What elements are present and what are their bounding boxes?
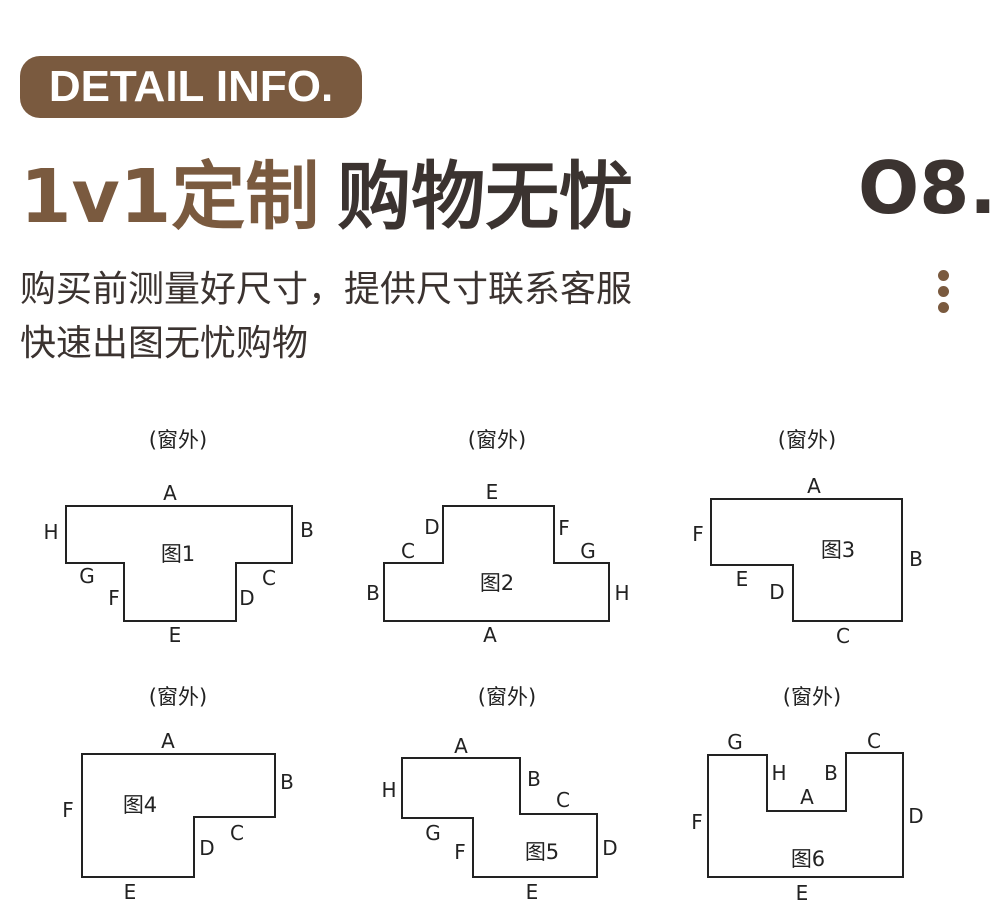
side-label-b: B	[366, 581, 380, 605]
side-label-c: C	[867, 729, 881, 753]
subtitle-line-2: 快速出图无忧购物	[20, 323, 309, 364]
side-label-a: A	[800, 785, 814, 809]
side-label-a: A	[454, 734, 468, 758]
section-number: O8.	[858, 146, 997, 230]
side-label-h: H	[771, 761, 786, 785]
side-label-d: D	[239, 586, 254, 610]
side-label-h: H	[381, 778, 396, 802]
side-label-e: E	[124, 880, 137, 904]
diagram-6: (窗外) 图6 A B C D E F G H	[691, 685, 923, 905]
shape-outline	[81, 753, 276, 878]
window-outside-label: (窗外)	[149, 685, 207, 709]
side-label-g: G	[727, 730, 743, 754]
figure-label: 图5	[525, 840, 559, 864]
detail-info-badge: DETAIL INFO.	[20, 56, 362, 118]
side-label-c: C	[401, 539, 415, 563]
diagram-3: (窗外) 图3 A B C D E F	[692, 428, 923, 648]
shape-outline	[707, 752, 904, 878]
side-label-e: E	[169, 623, 182, 647]
side-label-b: B	[527, 767, 541, 791]
side-label-d: D	[602, 836, 617, 860]
shape-outline	[710, 498, 903, 622]
page-title: 1v1定制购物无忧	[20, 152, 633, 242]
figure-label: 图3	[821, 538, 855, 562]
window-outside-label: (窗外)	[149, 428, 207, 452]
side-label-b: B	[280, 770, 294, 794]
figure-label: 图4	[123, 793, 157, 817]
side-label-f: F	[454, 840, 466, 864]
side-label-f: F	[558, 516, 570, 540]
shape-outline	[401, 757, 598, 878]
side-label-h: H	[614, 581, 629, 605]
side-label-a: A	[807, 474, 821, 498]
shape-outline	[383, 505, 610, 622]
side-label-d: D	[769, 580, 784, 604]
side-label-d: D	[908, 804, 923, 828]
window-outside-label: (窗外)	[778, 428, 836, 452]
side-label-b: B	[824, 761, 838, 785]
subtitle-line-1: 购买前测量好尺寸，提供尺寸联系客服	[20, 269, 633, 310]
diagram-2: (窗外) 图2 A B C D E F G H	[366, 428, 629, 647]
window-outside-label: (窗外)	[478, 685, 536, 709]
window-outside-label: (窗外)	[783, 685, 841, 709]
diagram-4: (窗外) 图4 A B C D E F	[62, 685, 294, 904]
more-dots-icon	[938, 270, 952, 318]
side-label-d: D	[199, 836, 214, 860]
side-label-e: E	[526, 880, 539, 904]
side-label-e: E	[796, 881, 809, 905]
diagram-1: (窗外) 图1 A B C D E F G H	[43, 428, 313, 647]
side-label-f: F	[692, 522, 704, 546]
side-label-c: C	[556, 788, 570, 812]
side-label-e: E	[486, 480, 499, 504]
side-label-g: G	[79, 564, 95, 588]
side-label-d: D	[424, 515, 439, 539]
window-outside-label: (窗外)	[468, 428, 526, 452]
side-label-a: A	[483, 623, 497, 647]
side-label-a: A	[163, 481, 177, 505]
side-label-b: B	[909, 547, 923, 571]
title-part-worry-free: 购物无忧	[337, 154, 634, 240]
side-label-c: C	[230, 821, 244, 845]
figure-label: 图2	[480, 571, 514, 595]
side-label-g: G	[580, 539, 596, 563]
side-label-f: F	[62, 798, 74, 822]
side-label-f: F	[108, 586, 120, 610]
shape-outline	[65, 505, 293, 622]
diagram-5: (窗外) 图5 A B C D E F G H	[381, 685, 617, 904]
side-label-b: B	[300, 518, 314, 542]
side-label-h: H	[43, 520, 58, 544]
side-label-e: E	[736, 567, 749, 591]
side-label-c: C	[836, 624, 850, 648]
side-label-c: C	[262, 566, 276, 590]
side-label-g: G	[425, 821, 441, 845]
figure-label: 图1	[161, 542, 195, 566]
side-label-f: F	[691, 810, 703, 834]
figure-label: 图6	[791, 847, 825, 871]
title-part-custom: 1v1定制	[20, 154, 320, 240]
side-label-a: A	[161, 729, 175, 753]
